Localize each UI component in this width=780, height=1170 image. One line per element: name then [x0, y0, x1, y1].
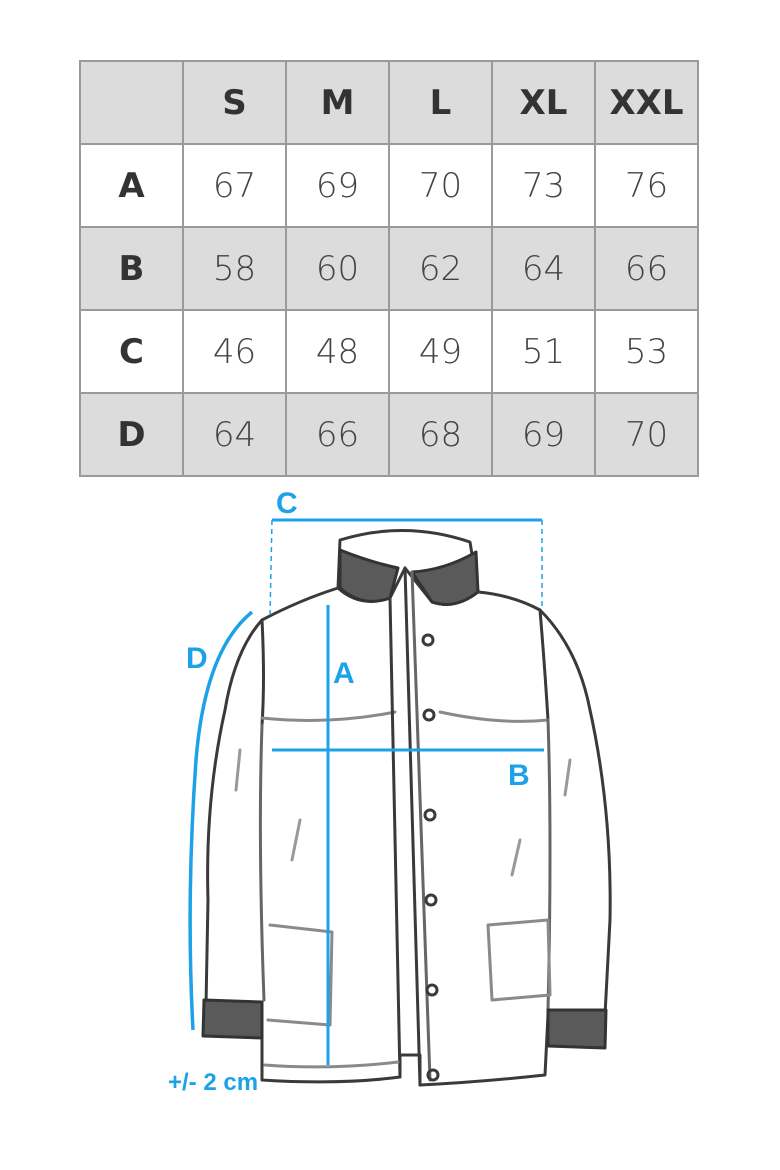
table-cell: 69	[285, 143, 390, 228]
jacket-icon	[201, 529, 612, 1087]
table-cell: 70	[594, 392, 699, 477]
tolerance-label: +/- 2 cm	[168, 1069, 258, 1096]
size-chart-table: S M L XL XXL A 67 69 70 73 76 B 58 60 62…	[79, 60, 699, 477]
table-cell: 70	[388, 143, 493, 228]
table-cell: 46	[182, 309, 287, 394]
table-cell: 64	[182, 392, 287, 477]
label-d: D	[186, 642, 208, 675]
size-header-xl: XL	[491, 60, 596, 145]
size-header-l: L	[388, 60, 493, 145]
size-header-m: M	[285, 60, 390, 145]
table-header-row: S M L XL XXL	[79, 60, 699, 145]
label-b: B	[508, 759, 530, 792]
label-c: C	[276, 487, 298, 520]
row-label-b: B	[79, 226, 184, 311]
table-row: B 58 60 62 64 66	[79, 226, 699, 311]
table-cell: 73	[491, 143, 596, 228]
row-label-a: A	[79, 143, 184, 228]
label-a: A	[333, 657, 355, 690]
size-header-s: S	[182, 60, 287, 145]
table-cell: 67	[182, 143, 287, 228]
measurement-lines	[188, 518, 544, 1065]
table-cell: 53	[594, 309, 699, 394]
table-cell: 60	[285, 226, 390, 311]
table-row: A 67 69 70 73 76	[79, 143, 699, 228]
table-corner-cell	[79, 60, 184, 145]
table-cell: 69	[491, 392, 596, 477]
table-cell: 58	[182, 226, 287, 311]
measure-line-d	[188, 610, 254, 1031]
table-cell: 68	[388, 392, 493, 477]
table-row: C 46 48 49 51 53	[79, 309, 699, 394]
table-cell: 48	[285, 309, 390, 394]
table-cell: 49	[388, 309, 493, 394]
table-cell: 76	[594, 143, 699, 228]
row-label-d: D	[79, 392, 184, 477]
row-label-c: C	[79, 309, 184, 394]
table-cell: 62	[388, 226, 493, 311]
table-row: D 64 66 68 69 70	[79, 392, 699, 477]
table-cell: 66	[285, 392, 390, 477]
table-cell: 64	[491, 226, 596, 311]
table-cell: 66	[594, 226, 699, 311]
size-header-xxl: XXL	[594, 60, 699, 145]
measurement-diagram: C A B D +/- 2 cm	[168, 487, 612, 1096]
table-cell: 51	[491, 309, 596, 394]
measure-guide-left	[269, 519, 273, 616]
